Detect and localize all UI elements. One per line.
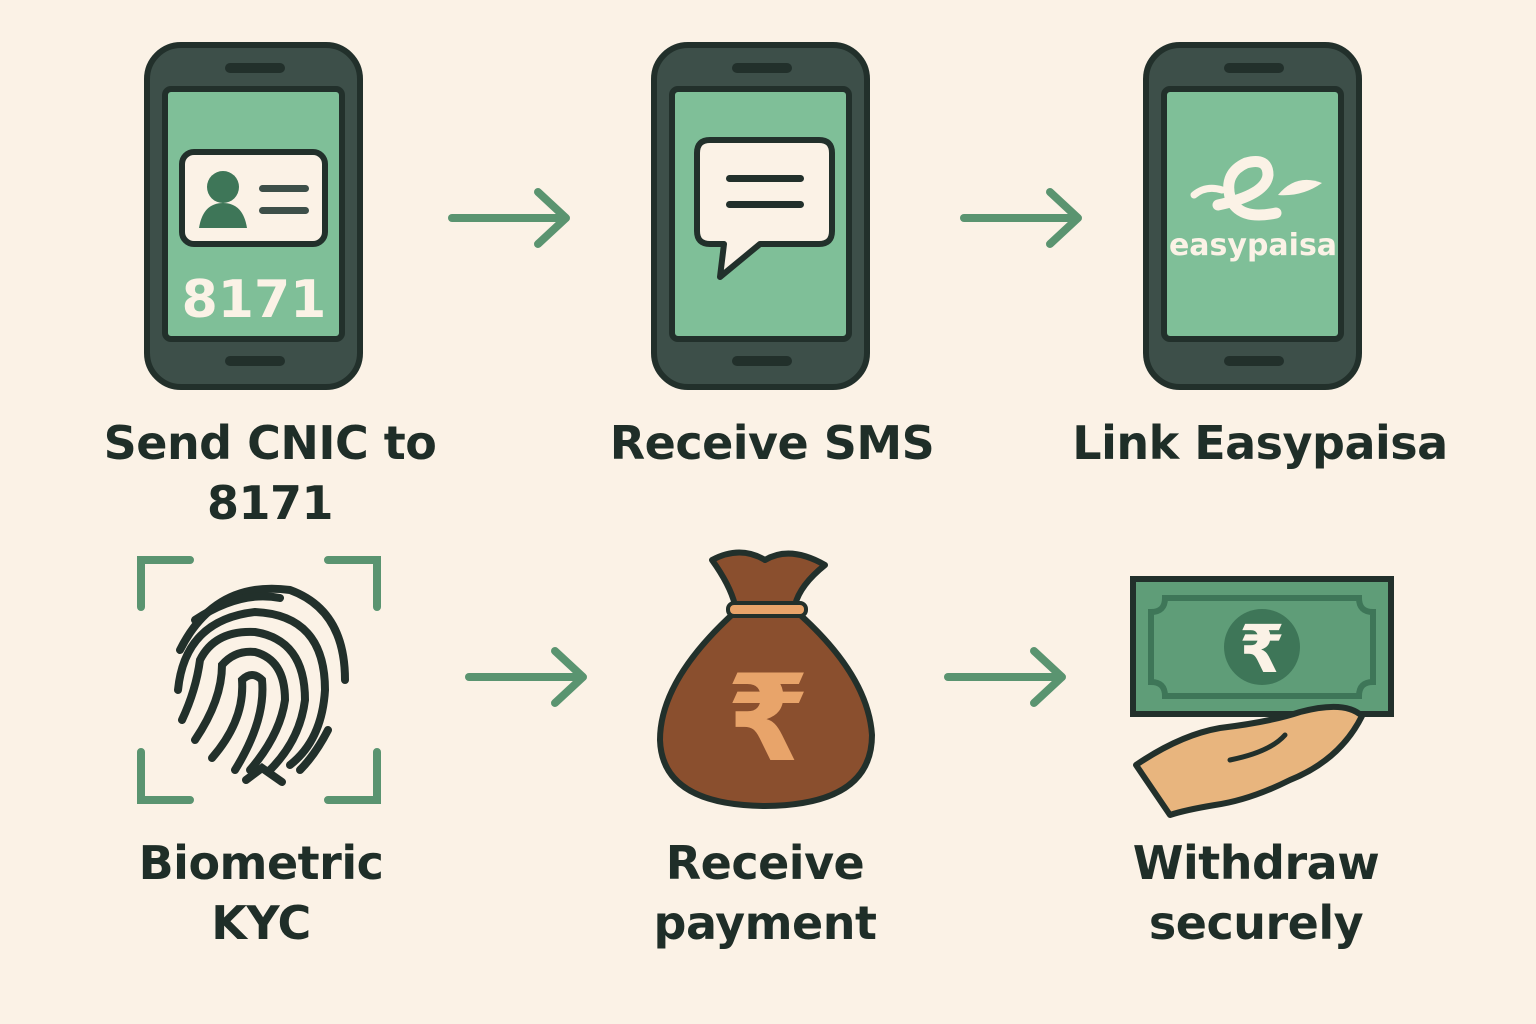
step-label-receive-sms: Receive SMS	[562, 413, 982, 473]
label-line: Link Easypaisa	[1072, 416, 1448, 470]
fingerprint-scan-icon	[137, 556, 381, 804]
banknote-hand-icon: ₹	[1130, 576, 1394, 818]
step-label-withdraw-securely: Withdraw securely	[1046, 833, 1466, 953]
label-line: KYC	[211, 896, 311, 950]
screen-number: 8171	[182, 270, 327, 330]
label-line: Receive SMS	[609, 416, 935, 470]
label-line: securely	[1148, 896, 1364, 950]
label-line: payment	[653, 896, 877, 950]
label-line: Withdraw	[1132, 836, 1380, 890]
phone-easypaisa-icon: easypaisa	[1146, 45, 1359, 387]
phone-sms-icon	[654, 45, 867, 387]
easypaisa-logo-text: easypaisa	[1169, 228, 1337, 263]
arrow-icon	[964, 192, 1078, 244]
phone-id-card-icon: 8171	[147, 45, 360, 387]
label-line: Receive	[665, 836, 865, 890]
label-line: Biometric	[138, 836, 384, 890]
step-label-receive-payment: Receive payment	[555, 833, 975, 953]
label-line: Send CNIC to	[103, 416, 437, 470]
money-bag-rupee-icon: ₹	[657, 549, 875, 809]
arrow-icon	[469, 651, 583, 703]
arrow-icon	[452, 192, 566, 244]
rupee-symbol: ₹	[1239, 611, 1285, 688]
step-label-send-cnic: Send CNIC to 8171	[60, 413, 480, 533]
label-line: 8171	[206, 476, 334, 530]
step-label-biometric-kyc: Biometric KYC	[51, 833, 471, 953]
step-label-link-easypaisa: Link Easypaisa	[1050, 413, 1470, 473]
arrow-icon	[948, 651, 1062, 703]
rupee-symbol: ₹	[726, 650, 810, 789]
